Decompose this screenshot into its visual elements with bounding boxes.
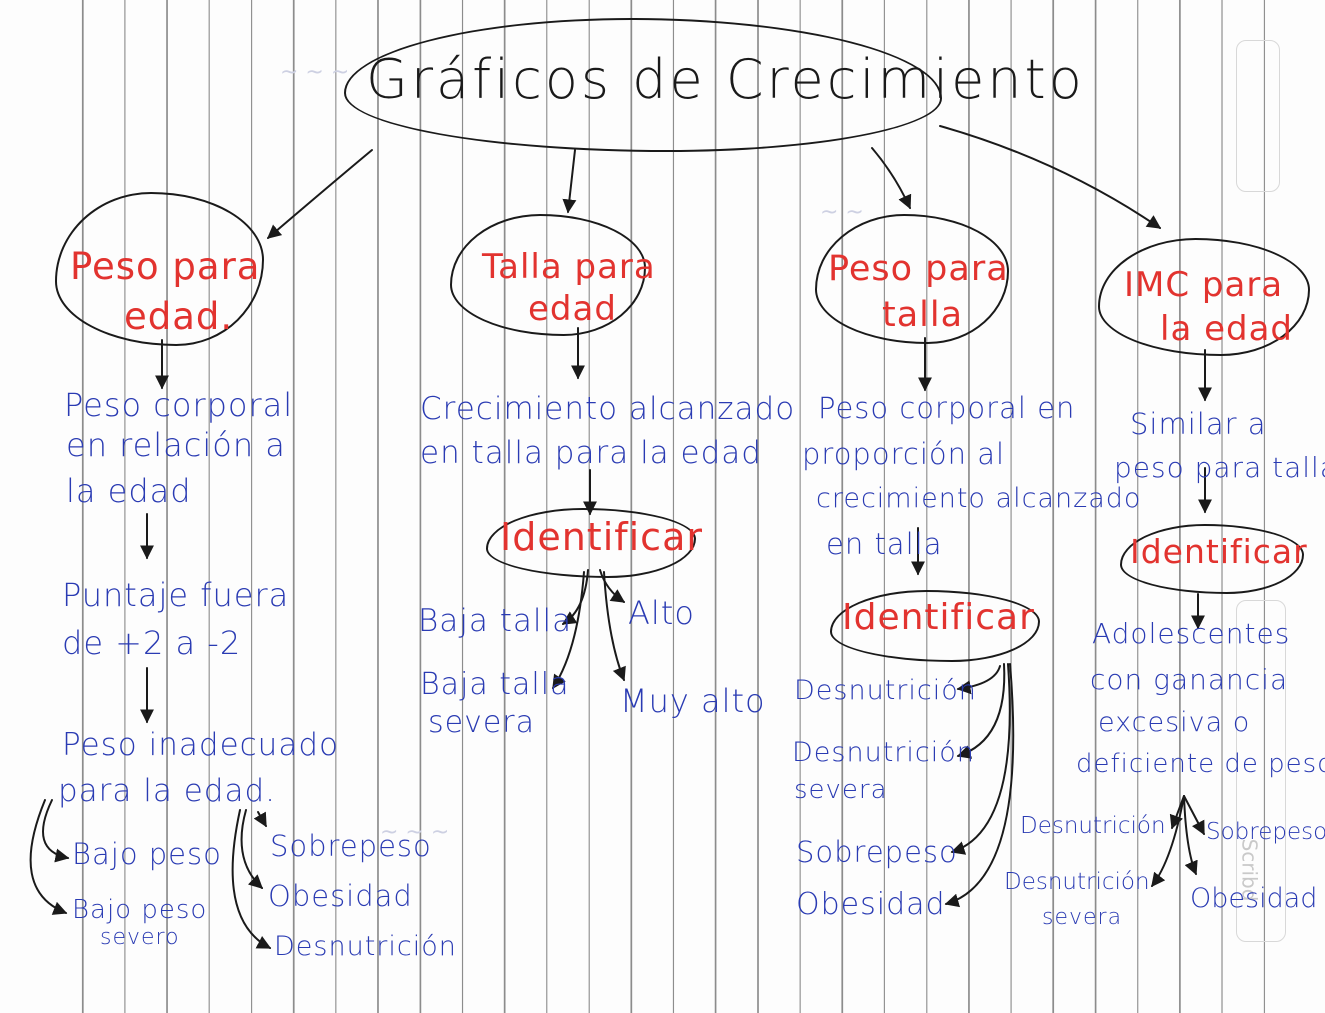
outcome-label: severo [100, 925, 180, 950]
heading-imc-edad-line2: la edad [1160, 309, 1294, 349]
heading-imc-edad-line1: IMC para [1124, 265, 1284, 305]
heading-outline-peso-edad [55, 192, 264, 346]
heading-outline-peso-talla [815, 214, 1009, 344]
outcome-label: Sobrepeso [1206, 819, 1325, 845]
step-text: Peso corporal en [818, 391, 1076, 425]
step-text: en relación a [66, 426, 286, 464]
diagram-title: Gráficos de Crecimiento [366, 48, 1085, 111]
outcome-label: Baja talla [418, 603, 573, 639]
outcome-label: Obesidad [1190, 883, 1318, 914]
heading-peso-talla-line2: talla [882, 295, 964, 335]
step-text: crecimiento alcanzado [816, 483, 1142, 514]
step-text: peso para talla [1114, 451, 1325, 484]
outcome-label: Alto [628, 594, 695, 632]
side-tab [1236, 40, 1280, 192]
step-text: Peso inadecuado [62, 727, 339, 763]
step-text: Crecimiento alcanzado [420, 391, 796, 427]
step-text: de +2 a -2 [62, 624, 242, 662]
outcome-label: Sobrepeso [796, 835, 958, 869]
identify-label-imc: Identificar [1130, 532, 1308, 571]
bleed-through: ~ ~ [820, 200, 864, 225]
identify-outline-imc [1120, 524, 1304, 594]
heading-talla-edad-line2: edad [528, 289, 617, 329]
heading-peso-edad-line1: Peso para [70, 245, 261, 288]
step-text: para la edad. [58, 773, 277, 809]
step-text: la edad [66, 472, 192, 510]
outcome-label: Sobrepeso [270, 829, 432, 863]
outcome-label: Bajo peso [72, 895, 208, 925]
outcome-label: Obesidad [796, 887, 946, 922]
identify-outline-peso-talla [830, 590, 1040, 662]
step-text: proporción al [802, 437, 1006, 471]
outcome-label: Obesidad [268, 879, 413, 913]
heading-outline-imc-edad [1098, 238, 1310, 356]
outcome-label: severa [794, 775, 888, 805]
step-text: Puntaje fuera [62, 576, 290, 614]
step-text: deficiente de peso [1076, 749, 1325, 779]
outcome-label: Muy alto [620, 682, 766, 720]
step-text: con ganancia [1090, 663, 1289, 696]
outcome-label: Desnutrición [1020, 813, 1166, 839]
identify-label-peso-talla: Identificar [842, 597, 1035, 638]
outcome-label: severa [428, 705, 536, 740]
outcome-label: Desnutrición [794, 675, 977, 706]
step-text: Similar a [1130, 407, 1267, 441]
identify-label-talla: Identificar [500, 515, 703, 559]
step-text: Peso corporal [64, 386, 294, 424]
outcome-label: Bajo peso [72, 837, 222, 871]
heading-peso-edad-line2: edad. [124, 295, 234, 338]
outcome-label: severa [1042, 905, 1123, 930]
bleed-through: ~ ~ ~ [380, 820, 450, 845]
bleed-through: ~ ~ ~ [280, 60, 350, 85]
step-text: en talla para la edad [420, 435, 762, 471]
heading-peso-talla-line1: Peso para [828, 249, 1009, 289]
outcome-label: Baja talla [420, 667, 570, 702]
step-text: Adolescentes [1092, 617, 1291, 650]
outcome-label: Desnutrición [1004, 869, 1150, 895]
heading-outline-talla-edad [450, 214, 646, 336]
side-tab [1236, 600, 1286, 942]
outcome-label: Desnutrición [792, 737, 975, 768]
outcome-label: Desnutrición [274, 931, 457, 962]
heading-talla-edad-line1: Talla para [482, 247, 656, 287]
step-text: excesiva o [1098, 707, 1251, 738]
step-text: en talla [826, 527, 943, 561]
